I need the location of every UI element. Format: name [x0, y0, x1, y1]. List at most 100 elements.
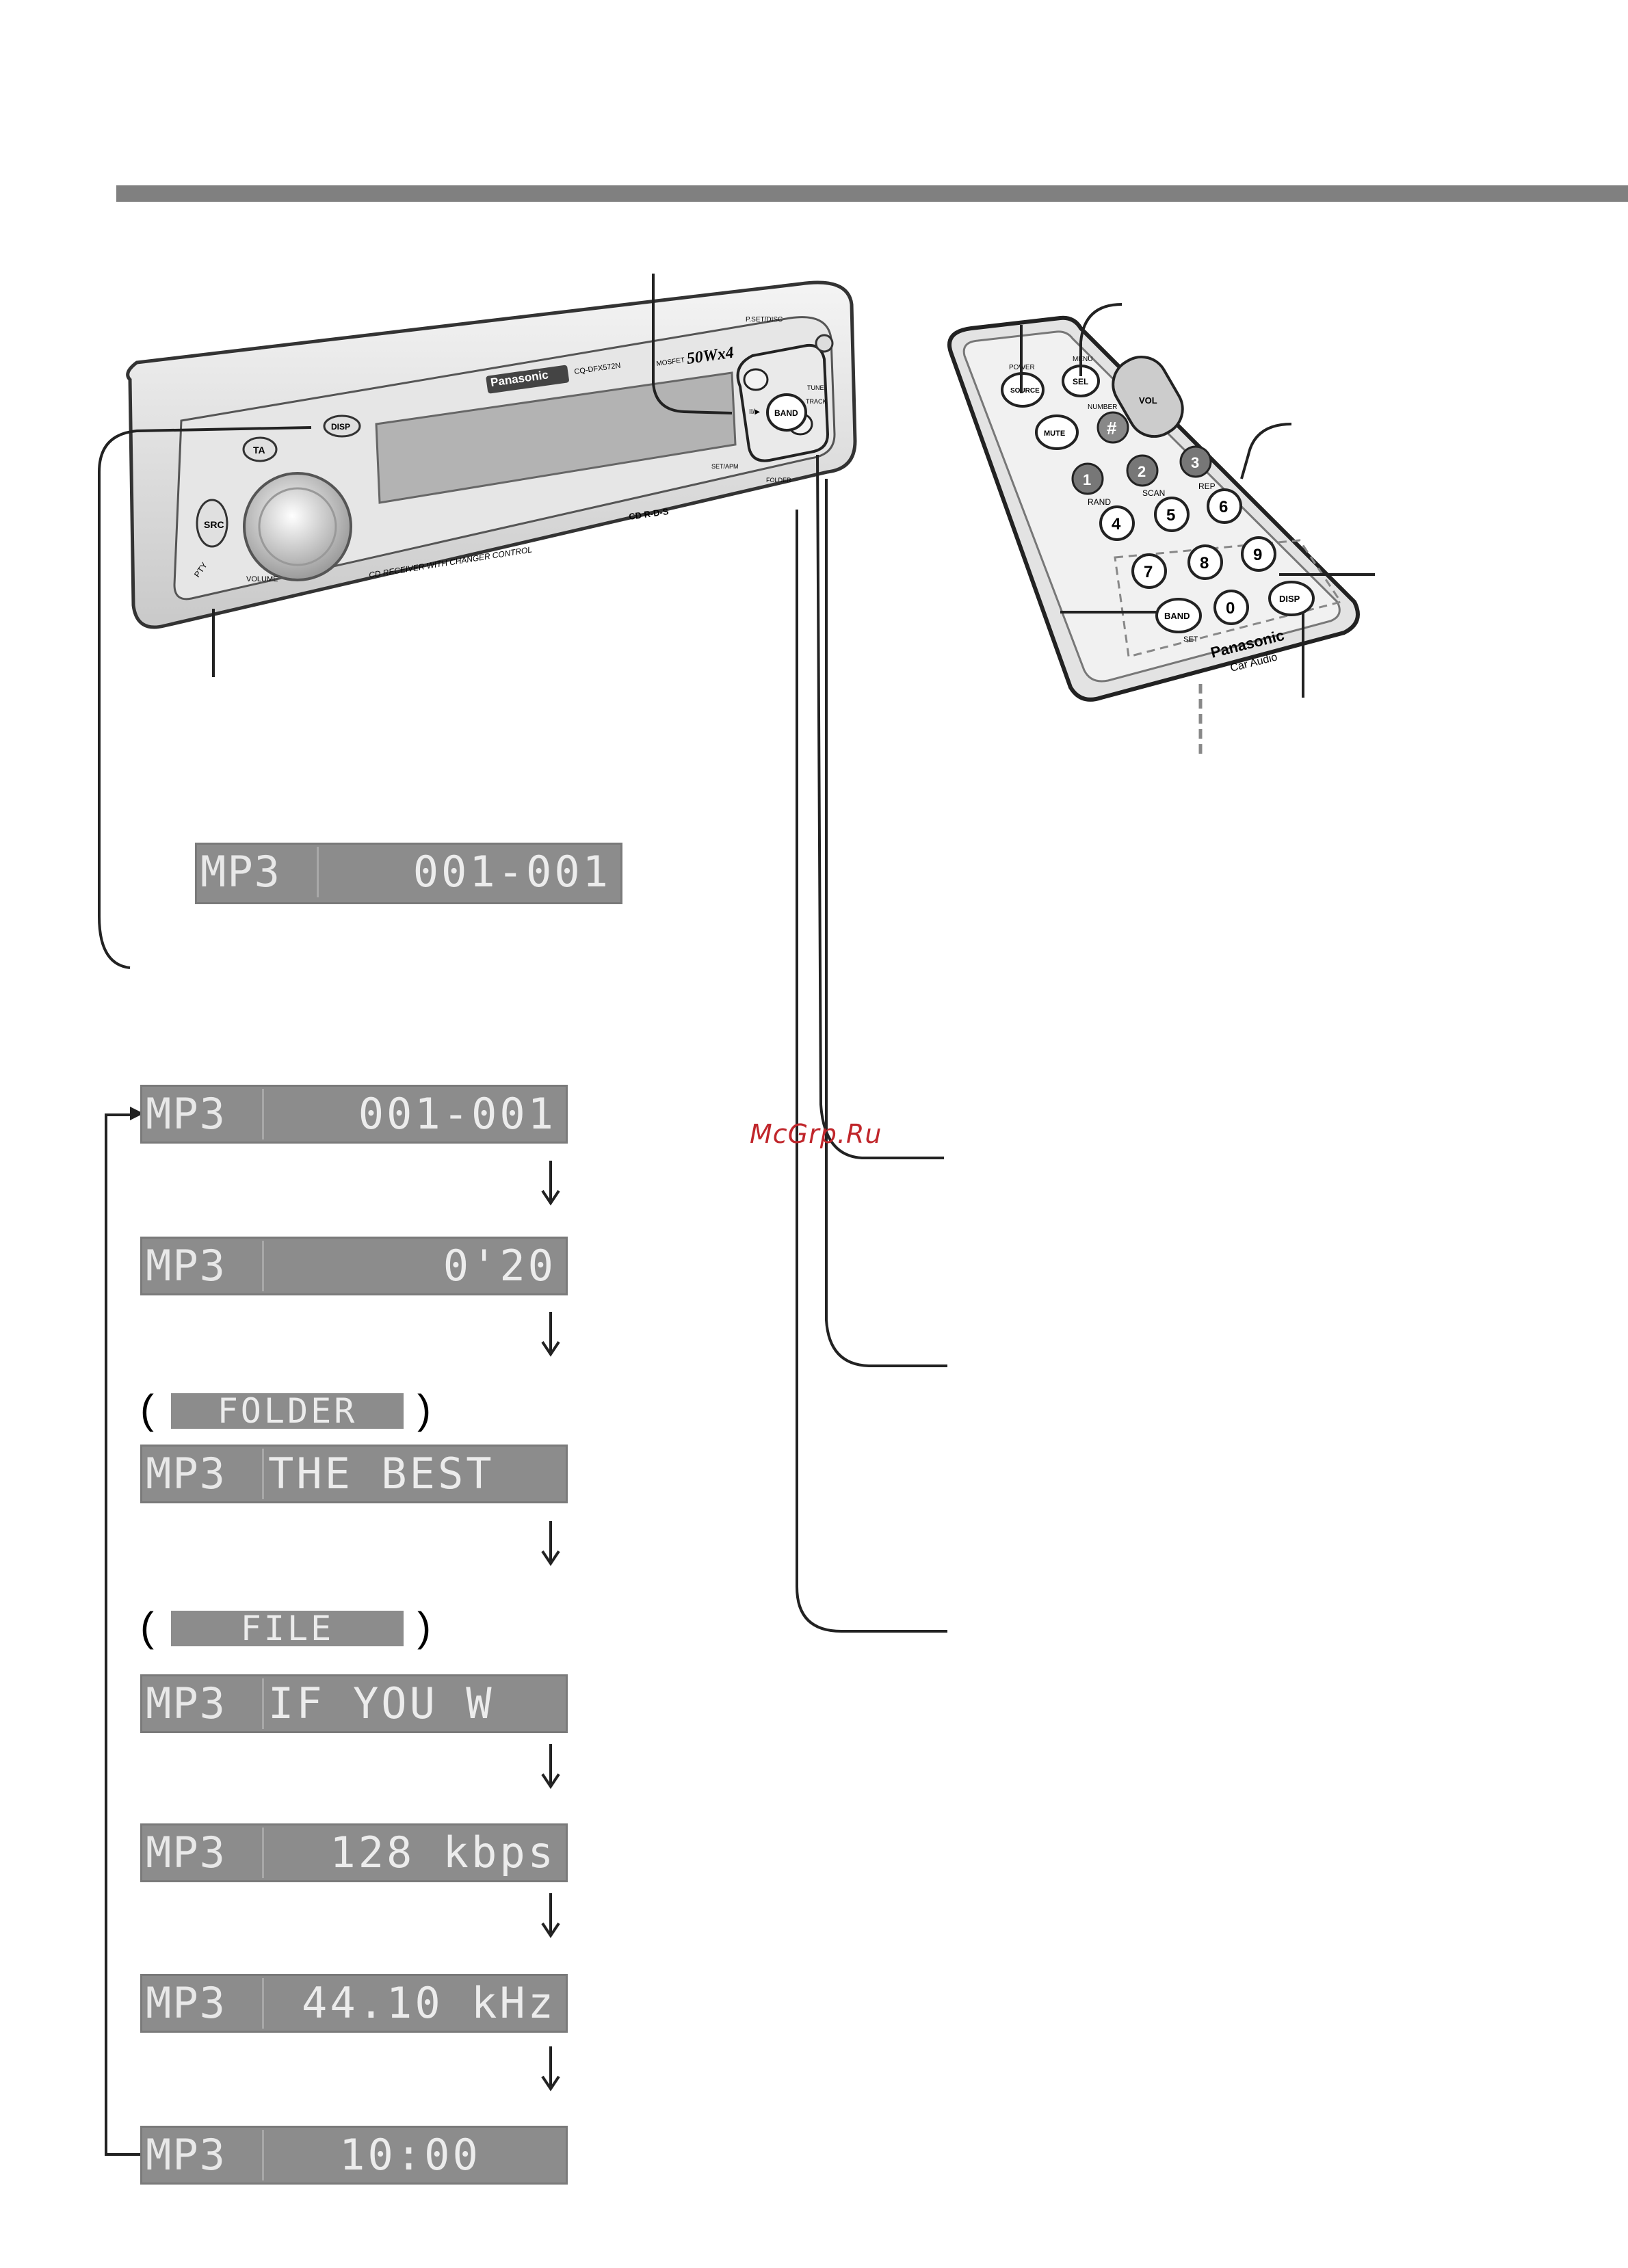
num-8-button[interactable] [1187, 544, 1223, 580]
num-1-button[interactable] [1071, 462, 1104, 495]
mute-button-label: MUTE [1044, 430, 1065, 438]
sel-button-label: SEL [1073, 377, 1088, 386]
down-arrow-icon [541, 1521, 560, 1566]
file-chip: FILE [171, 1611, 404, 1646]
num-0-button[interactable] [1213, 590, 1249, 625]
leader-band-top [652, 274, 733, 414]
leader-tune-up [816, 454, 944, 1159]
file-label-row: ( FILE ) [140, 1606, 441, 1648]
rep-label: REP [1198, 482, 1216, 491]
disp-button-label: DISP [331, 422, 350, 432]
band-button-remote[interactable] [1155, 598, 1202, 633]
num-5-button[interactable] [1154, 497, 1190, 532]
src-button[interactable] [196, 499, 228, 548]
band-button-remote-label: BAND [1164, 611, 1190, 621]
volume-knob-ring [258, 487, 337, 566]
source-button-label: SOURCE [1010, 387, 1040, 395]
leader-track-down [825, 479, 947, 1367]
leader-sel [1079, 303, 1122, 376]
lcd-text: 001-001 [262, 1089, 562, 1139]
remote-control-illustration: SOURCE POWER SEL MENU VOL MUTE # NUMBER … [947, 315, 1360, 702]
play-pause-label: II/▶ [749, 408, 760, 416]
pset-disc-label: P.SET/DISC [746, 316, 783, 324]
num-8-label: 8 [1200, 554, 1209, 572]
lcd-mode: MP3 [146, 2130, 226, 2180]
menu-label: MENU [1073, 356, 1092, 363]
num-3-button[interactable] [1179, 445, 1212, 478]
disp-button-remote-label: DISP [1279, 594, 1300, 604]
folder-chip: FOLDER [171, 1393, 404, 1429]
track-label: TRACK [806, 398, 827, 405]
sequence-lcd-folder: MP3 THE BEST [140, 1445, 568, 1503]
lcd-text: THE BEST [262, 1449, 562, 1499]
num-2-label: 2 [1138, 463, 1146, 480]
num-4-label: 4 [1112, 515, 1121, 533]
leader-band-lower [796, 510, 947, 1633]
header-bar [116, 185, 1628, 202]
num-6-button[interactable] [1207, 488, 1242, 524]
paren-close: ) [417, 1604, 431, 1650]
initial-lcd: MP3 001-001 [195, 843, 622, 904]
dashed-group-outline [1114, 539, 1343, 658]
leader-rep [1240, 423, 1292, 479]
panel-lcd-window [375, 371, 737, 504]
disp-button[interactable] [323, 414, 361, 438]
lcd-mode: MP3 [146, 1678, 226, 1728]
down-arrow-icon [541, 1312, 560, 1357]
lcd-text: IF YOU W [262, 1678, 562, 1729]
down-arrow-icon [541, 2046, 560, 2092]
vol-rocker[interactable] [1103, 347, 1192, 446]
paren-open: ( [140, 1386, 154, 1432]
lcd-text: 001-001 [317, 847, 616, 897]
folder-label-row: ( FOLDER ) [140, 1388, 441, 1431]
cycle-arrowhead [130, 1107, 144, 1120]
leader-disp [98, 426, 312, 969]
lcd-mode: MP3 [146, 1828, 226, 1877]
release-button[interactable] [815, 334, 834, 353]
scan-label: SCAN [1142, 488, 1165, 498]
mute-button[interactable] [1035, 414, 1079, 450]
num-1-label: 1 [1083, 471, 1091, 488]
lcd-mode: MP3 [146, 1978, 226, 2028]
num-7-label: 7 [1144, 563, 1153, 581]
band-button-label: BAND [774, 408, 798, 418]
sequence-lcd-bitrate: MP3 128 kbps [140, 1823, 568, 1882]
sequence-lcd-track: MP3 001-001 [140, 1085, 568, 1144]
ta-button[interactable] [242, 436, 278, 462]
num-0-label: 0 [1226, 599, 1235, 618]
band-button[interactable] [766, 393, 807, 432]
paren-open: ( [140, 1604, 154, 1650]
sequence-lcd-file: MP3 IF YOU W [140, 1674, 568, 1733]
num-3-label: 3 [1191, 454, 1199, 471]
num-2-button[interactable] [1126, 454, 1159, 487]
down-arrow-icon [541, 1161, 560, 1206]
lcd-text: 44.10 kHz [262, 1978, 562, 2029]
ta-button-label: TA [253, 445, 265, 456]
rand-label: RAND [1088, 497, 1111, 507]
sequence-lcd-clock: MP3 10:00 [140, 2126, 568, 2185]
num-9-label: 9 [1253, 546, 1262, 564]
num-9-button[interactable] [1241, 536, 1276, 572]
vol-label: VOL [1139, 395, 1157, 406]
set-label: SET [1183, 635, 1198, 644]
num-4-button[interactable] [1099, 505, 1135, 541]
lcd-text: 0'20 [262, 1241, 562, 1291]
num-7-button[interactable] [1131, 553, 1167, 589]
folder-label: FOLDER [766, 477, 791, 484]
up-button[interactable] [743, 368, 769, 391]
paren-close: ) [417, 1386, 431, 1432]
lcd-mode: MP3 [146, 1241, 226, 1291]
lcd-text: 10:00 [262, 2130, 562, 2180]
lcd-mode: MP3 [146, 1449, 226, 1499]
disp-button-remote[interactable] [1268, 581, 1315, 616]
set-apm-label: SET/APM [711, 463, 739, 470]
volume-label: VOLUME [246, 575, 278, 583]
num-5-label: 5 [1166, 506, 1175, 525]
hash-button-label: # [1107, 418, 1117, 438]
num-6-label: 6 [1219, 498, 1228, 516]
sequence-lcd-time: MP3 0'20 [140, 1237, 568, 1295]
number-label: NUMBER [1088, 404, 1117, 411]
brand-plate [486, 365, 569, 394]
hash-button[interactable] [1097, 411, 1129, 444]
